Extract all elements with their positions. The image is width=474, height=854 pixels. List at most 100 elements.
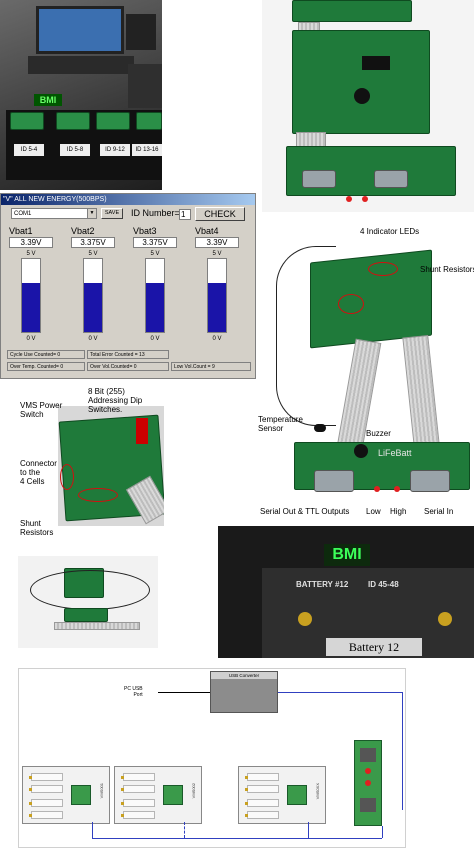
vbat-name: Vbat3 xyxy=(133,226,157,236)
chain-link-bottom xyxy=(92,838,382,839)
db9-connector-right xyxy=(374,170,408,188)
usb-converter: USB Converter xyxy=(210,671,278,713)
lifebatt-board xyxy=(294,442,470,490)
pc-usb-port-label: PC USB Port xyxy=(124,686,143,698)
pack-tag-3: ID 9-12 xyxy=(100,144,130,156)
window-title: "V" ALL NEW ENERGY(500BPS) xyxy=(1,194,255,205)
stat-over-temp: Over Temp. Counted= 0 xyxy=(7,362,85,371)
toolbar-row: COM1 ▼ SAVE ID Number= 1 CHECK xyxy=(11,207,251,222)
connector-highlight xyxy=(60,464,74,490)
pack-board-1 xyxy=(10,112,44,130)
cell xyxy=(121,811,155,819)
cell xyxy=(121,799,155,807)
pack-3: VMS0XX xyxy=(238,766,326,824)
temperature-sensor xyxy=(314,424,326,432)
pcb-chip xyxy=(362,56,390,70)
cable-loop xyxy=(30,570,150,610)
label-buzzer: Buzzer xyxy=(366,429,391,438)
scale-min: 0 V xyxy=(26,336,36,342)
cell xyxy=(29,773,63,781)
scale-max: 5 V xyxy=(26,251,36,257)
chevron-down-icon[interactable]: ▼ xyxy=(87,209,96,218)
battery-id-label: ID 45-48 xyxy=(368,580,399,589)
scale-max: 5 V xyxy=(150,251,160,257)
chain-link-1 xyxy=(92,822,93,838)
ribbon-cable-right xyxy=(402,334,440,448)
red-led-1 xyxy=(346,196,352,202)
chain-link-2 xyxy=(184,822,185,838)
diagram-frame xyxy=(18,668,406,848)
label-shunt: Shunt Resistors xyxy=(20,519,54,537)
pack-board-2 xyxy=(56,112,90,130)
pack-tag-1: ID 5-4 xyxy=(14,144,44,156)
vbat-value: 3.375V xyxy=(133,237,177,248)
cell xyxy=(245,811,279,819)
save-button[interactable]: SAVE xyxy=(101,208,123,219)
stat-over-vol: Over Vol.Counted= 0 xyxy=(87,362,169,371)
vbat-name: Vbat1 xyxy=(9,226,33,236)
cell xyxy=(121,773,155,781)
laptop-screen xyxy=(36,6,124,54)
high-led xyxy=(394,486,400,492)
vbat-name: Vbat4 xyxy=(195,226,219,236)
logo-bmi: BMI xyxy=(34,94,62,106)
gauge-fill xyxy=(208,282,226,332)
pack-tag-2: ID 5-8 xyxy=(60,144,90,156)
photo-battery-packs-laptop: BMI ID 5-4 ID 5-8 ID 9-12 ID 13-16 xyxy=(0,0,162,190)
leds-highlight xyxy=(368,262,398,276)
shunt-highlight xyxy=(78,488,118,502)
label-connector: Connector to the 4 Cells xyxy=(20,459,57,486)
vms-mini-board xyxy=(71,785,91,805)
top-pcb-strip xyxy=(292,0,412,22)
vms-window: "V" ALL NEW ENERGY(500BPS) COM1 ▼ SAVE I… xyxy=(0,193,256,379)
pack-label: VMS001 xyxy=(99,783,104,799)
scale-max: 5 V xyxy=(88,251,98,257)
buzzer xyxy=(354,444,368,458)
cell xyxy=(29,799,63,807)
cell xyxy=(245,773,279,781)
photo-boards-cables xyxy=(18,556,158,648)
lifebatt-connector-bottom xyxy=(360,798,376,812)
board-brand: LiFeBatt xyxy=(378,448,412,458)
laptop-base xyxy=(28,56,134,74)
vbat-value: 3.39V xyxy=(9,237,53,248)
scale-min: 0 V xyxy=(212,336,222,342)
led-high xyxy=(365,780,371,786)
check-button[interactable]: CHECK xyxy=(195,207,245,221)
chain-link-4 xyxy=(382,826,383,838)
scale-min: 0 V xyxy=(150,336,160,342)
label-serial-out: Serial Out & TTL Outputs xyxy=(260,507,350,516)
gauge-fill xyxy=(84,282,102,332)
gauge-fill xyxy=(146,282,164,332)
usb-link-horizontal xyxy=(278,692,402,693)
gauge-fill xyxy=(22,282,40,332)
com-port-select[interactable]: COM1 ▼ xyxy=(11,208,97,219)
photo-annotated-lifebatt: LiFeBatt 4 Indicator LEDs Shunt Resistor… xyxy=(258,216,474,520)
id-number-label: ID Number= xyxy=(131,208,180,218)
pack-tag-4: ID 13-16 xyxy=(132,144,162,156)
label-low: Low xyxy=(366,507,381,516)
terminal-right xyxy=(438,612,452,626)
battery-tag: Battery 12 xyxy=(326,638,422,656)
label-indicator-leds: 4 Indicator LEDs xyxy=(360,227,420,236)
cell xyxy=(245,799,279,807)
lifebatt-pcb xyxy=(64,608,108,622)
pack-2: VMS002 xyxy=(114,766,202,824)
serial-in-connector xyxy=(410,470,450,492)
pack-1: VMS001 xyxy=(22,766,110,824)
main-pcb xyxy=(292,30,430,134)
usb-link-vertical xyxy=(402,692,403,810)
voltage-gauge xyxy=(207,258,227,333)
system-diagram: PC USB Port USB Converter VMS001 VMS002 … xyxy=(18,668,406,848)
photo-annotated-vms-board: VMS Power Switch 8 Bit (255) Addressing … xyxy=(18,384,164,546)
label-serial-in: Serial In xyxy=(424,507,454,516)
stat-cycle-count: Cycle Use Counted= 0 xyxy=(7,350,85,359)
pack-label: VMS002 xyxy=(191,783,196,799)
id-number-input[interactable]: 1 xyxy=(179,209,191,220)
scale-min: 0 V xyxy=(88,336,98,342)
vbat-value: 3.375V xyxy=(71,237,115,248)
usb-converter-title: USB Converter xyxy=(211,672,277,679)
photo-boards-ribbon xyxy=(262,0,474,212)
label-vms-power: VMS Power Switch xyxy=(20,401,63,419)
stat-low-vol: Low Vol.Count = 9 xyxy=(171,362,251,371)
